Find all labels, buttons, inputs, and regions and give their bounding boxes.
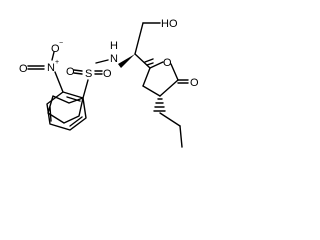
label-nitro-o-double: O bbox=[19, 63, 28, 75]
bond-c2-c3 bbox=[159, 79, 179, 97]
label-nitro-n: N bbox=[47, 62, 55, 74]
label-nitro-o-single: O bbox=[51, 43, 60, 55]
molecule-diagram: HO H N O S O O − N + O O O bbox=[0, 0, 228, 163]
bond-s-ar bbox=[82, 79, 89, 99]
bond-c1-c5 bbox=[134, 53, 151, 69]
label-hydroxyl: HO bbox=[161, 18, 178, 30]
label-nitrogen: N bbox=[110, 53, 118, 65]
wedge-c1-n bbox=[118, 54, 135, 68]
bonds bbox=[27, 22, 189, 148]
bond-s-o-left bbox=[73, 69, 83, 72]
bond-propyl-1 bbox=[159, 112, 181, 127]
label-sulfonyl-o-right: O bbox=[103, 68, 112, 80]
arom-double-3 bbox=[49, 106, 52, 122]
label-amine-h: H bbox=[110, 40, 118, 52]
arom-double-1 bbox=[66, 96, 81, 102]
bond-c3-c4 bbox=[142, 85, 161, 97]
arom-double-2 bbox=[69, 116, 83, 127]
bond-ch2-c1 bbox=[134, 22, 144, 55]
hash-wedge-c3 bbox=[153, 98, 166, 112]
bond-n-s bbox=[95, 59, 109, 64]
bond-ringO-c2 bbox=[170, 63, 179, 81]
bond-s-o-left-2 bbox=[73, 72, 83, 75]
benzene-ring-hex bbox=[46, 91, 87, 131]
bond-c5-ringO bbox=[149, 61, 164, 69]
bond-nitro-o-single bbox=[51, 51, 55, 61]
label-nitro-n-charge: + bbox=[55, 59, 59, 66]
bond-c4-c5 bbox=[142, 67, 151, 87]
hash-wedge-c5 bbox=[144, 58, 154, 66]
molecule-structure: HO H N O S O O − N + O O O bbox=[19, 18, 199, 148]
label-nitro-o-charge: − bbox=[59, 40, 63, 47]
atom-labels: HO H N O S O O − N + O O O bbox=[19, 18, 199, 89]
label-ring-oxygen: O bbox=[163, 57, 172, 69]
label-sulfur: S bbox=[85, 68, 92, 80]
label-sulfonyl-o-left: O bbox=[66, 66, 75, 78]
label-carbonyl-oxygen: O bbox=[190, 77, 199, 89]
bond-ar-nitro bbox=[54, 71, 64, 93]
bond-propyl-2 bbox=[179, 125, 183, 148]
